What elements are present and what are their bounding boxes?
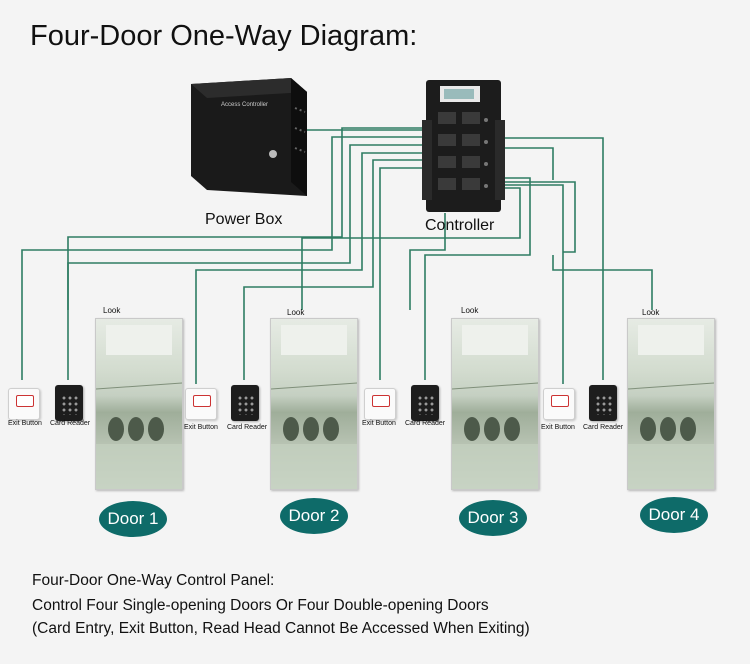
exit-button-1-label: Exit Button — [8, 420, 42, 427]
wire-door1-exit — [21, 136, 422, 380]
door-1-image — [95, 318, 183, 490]
door-1-badge: Door 1 — [99, 501, 167, 537]
card-reader-3 — [411, 385, 439, 421]
wire-door1-reader — [67, 144, 422, 380]
wire-door4-reader — [505, 137, 604, 380]
wire-door2-lock — [301, 187, 521, 310]
power-box: Access Controller — [191, 78, 307, 196]
wire-door3-lock — [409, 213, 446, 310]
exit-button-1 — [8, 388, 40, 420]
diagram-title: Four-Door One-Way Diagram: — [30, 20, 418, 52]
lock-2-label: Look — [287, 308, 305, 317]
keypad-icon — [595, 395, 613, 415]
card-reader-3-label: Card Reader — [405, 420, 446, 427]
controller-board — [422, 80, 505, 212]
description-line-1: Four-Door One-Way Control Panel: — [32, 572, 275, 589]
controller-label: Controller — [425, 217, 495, 234]
exit-button-2-icon — [193, 395, 211, 407]
card-reader-2-label: Card Reader — [227, 424, 268, 431]
exit-button-4-icon — [551, 395, 569, 407]
lock-1-label: Look — [103, 306, 121, 315]
description-line-2: Control Four Single-opening Doors Or Fou… — [32, 597, 489, 614]
wire-door2-reader — [243, 159, 422, 380]
keypad-icon — [61, 395, 79, 415]
exit-button-4 — [543, 388, 575, 420]
card-reader-1 — [55, 385, 83, 421]
door-2-badge: Door 2 — [280, 498, 348, 534]
exit-button-4-label: Exit Button — [541, 424, 575, 431]
door-2-image — [270, 318, 358, 490]
card-reader-4 — [589, 385, 617, 421]
lock-3-label: Look — [461, 306, 479, 315]
exit-button-3-icon — [372, 395, 390, 407]
door-4-image — [627, 318, 715, 490]
wire-door1-lock — [67, 127, 422, 310]
wire-door4-lock — [552, 255, 653, 310]
controller-image — [422, 80, 505, 212]
exit-button-3 — [364, 388, 396, 420]
wire-door3-reader — [424, 177, 531, 380]
wire-door3-exit-b — [379, 167, 422, 250]
door-3-badge: Door 3 — [459, 500, 527, 536]
keypad-icon — [417, 395, 435, 415]
door-4-badge: Door 4 — [640, 497, 708, 533]
exit-button-1-icon — [16, 395, 34, 407]
description-line-3: (Card Entry, Exit Button, Read Head Cann… — [32, 620, 530, 637]
card-reader-1-label: Card Reader — [50, 420, 91, 427]
keypad-icon — [237, 395, 255, 415]
wire-door4-b — [505, 147, 554, 180]
power-box-panel-text: Access Controller — [221, 102, 268, 108]
exit-button-2 — [185, 388, 217, 420]
wire-door4-exit — [505, 184, 564, 384]
exit-button-2-label: Exit Button — [184, 424, 218, 431]
power-box-label: Power Box — [205, 211, 283, 228]
wire-door2-exit — [195, 152, 422, 384]
lock-4-label: Look — [642, 308, 660, 317]
card-reader-2 — [231, 385, 259, 421]
door-3-image — [451, 318, 539, 490]
card-reader-4-label: Card Reader — [583, 424, 624, 431]
power-box-image: Access Controller — [191, 78, 307, 196]
exit-button-3-label: Exit Button — [362, 420, 396, 427]
wire-door4-exit-b — [505, 181, 576, 253]
